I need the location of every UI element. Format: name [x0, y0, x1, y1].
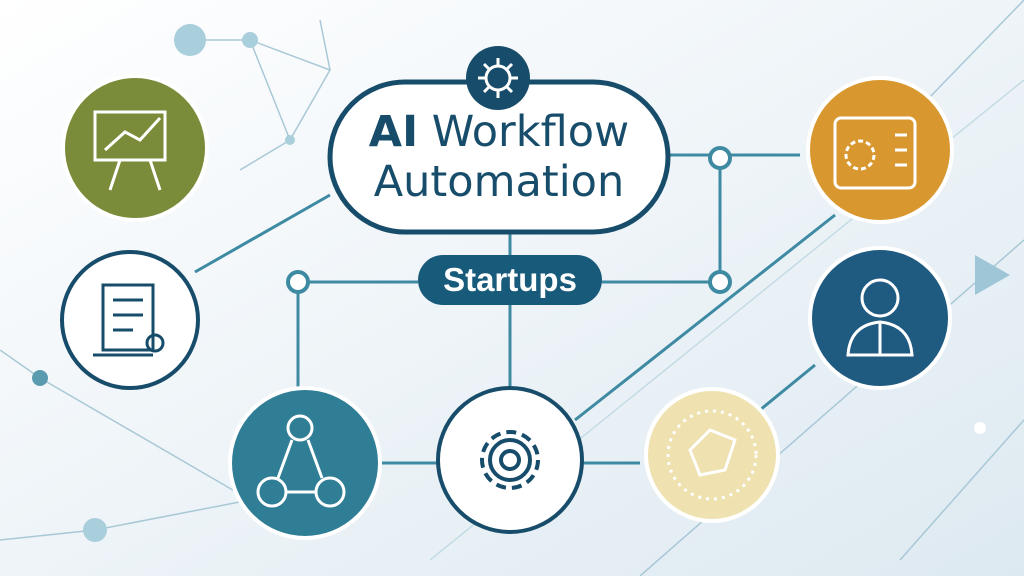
node-person[interactable]: [808, 246, 952, 390]
connectors: [194, 153, 836, 465]
node-document[interactable]: [60, 250, 200, 390]
browser-settings-icon: [833, 116, 917, 190]
analytics-board-icon: [93, 110, 167, 191]
ai-bug-icon: [466, 46, 530, 110]
startups-badge: Startups: [418, 255, 602, 305]
page-title: AI Workflow Automation: [330, 82, 668, 232]
node-browser-settings[interactable]: [806, 76, 954, 224]
team-network-icon: [256, 414, 346, 508]
gear-icon: [480, 430, 540, 490]
title-automation: Automation: [373, 157, 625, 207]
node-analytics[interactable]: [61, 74, 209, 222]
title-workflow: Workflow: [431, 107, 630, 157]
connector-nodes: [286, 146, 732, 294]
person-icon: [846, 278, 914, 357]
decorative-dots: [32, 24, 1010, 542]
node-team[interactable]: [228, 386, 382, 540]
node-gear[interactable]: [436, 386, 584, 534]
title-ai: AI: [368, 107, 419, 157]
document-settings-icon: [93, 283, 165, 357]
node-robot-hand[interactable]: [644, 387, 780, 523]
robot-hand-icon: [666, 409, 758, 501]
